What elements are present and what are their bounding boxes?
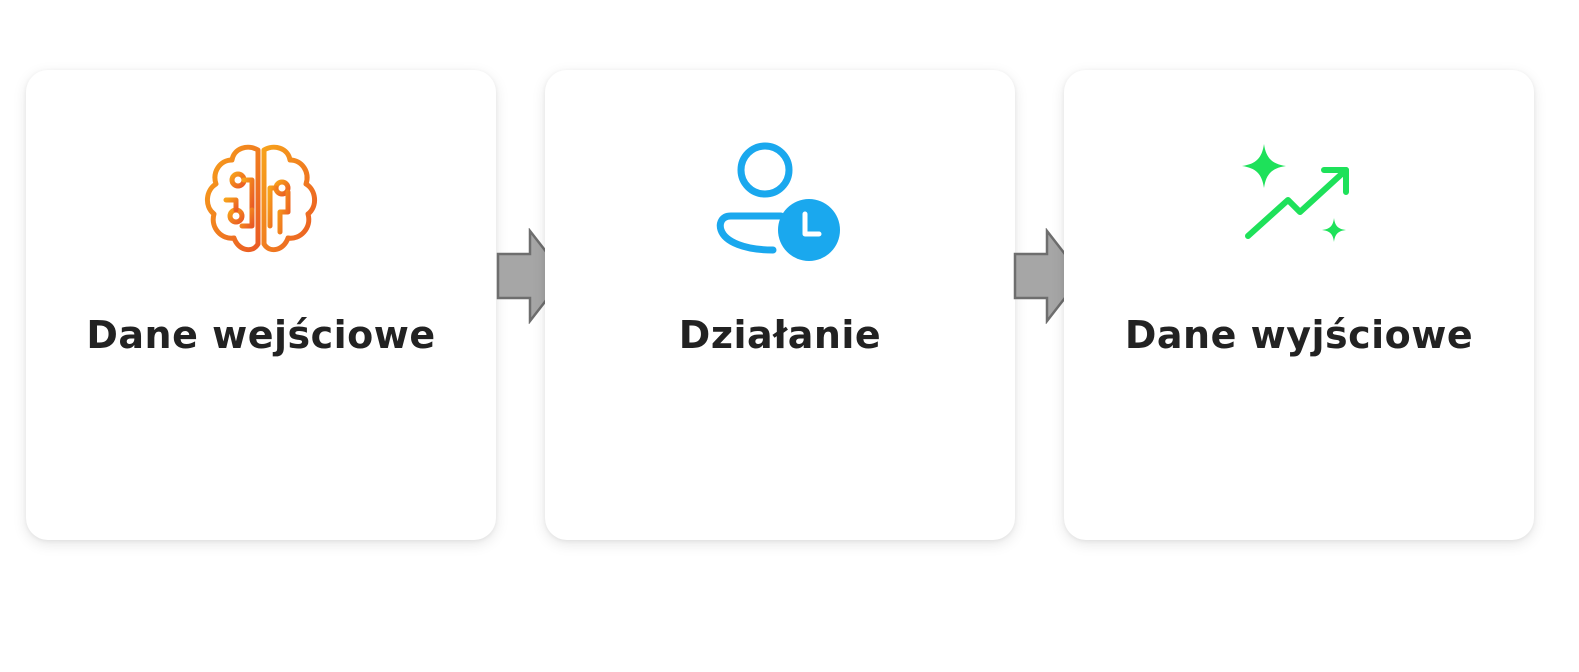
step-label: Dane wyjściowe xyxy=(1124,313,1474,357)
step-label: Dane wejściowe xyxy=(86,313,436,357)
step-card-input: Dane wejściowe xyxy=(26,70,496,540)
step-card-output: Dane wyjściowe xyxy=(1064,70,1534,540)
step-card-action: Działanie xyxy=(545,70,1015,540)
trend-up-sparkle-icon xyxy=(1234,140,1364,270)
step-label: Działanie xyxy=(678,313,882,357)
user-clock-icon xyxy=(715,140,845,270)
brain-circuit-icon xyxy=(196,140,326,270)
